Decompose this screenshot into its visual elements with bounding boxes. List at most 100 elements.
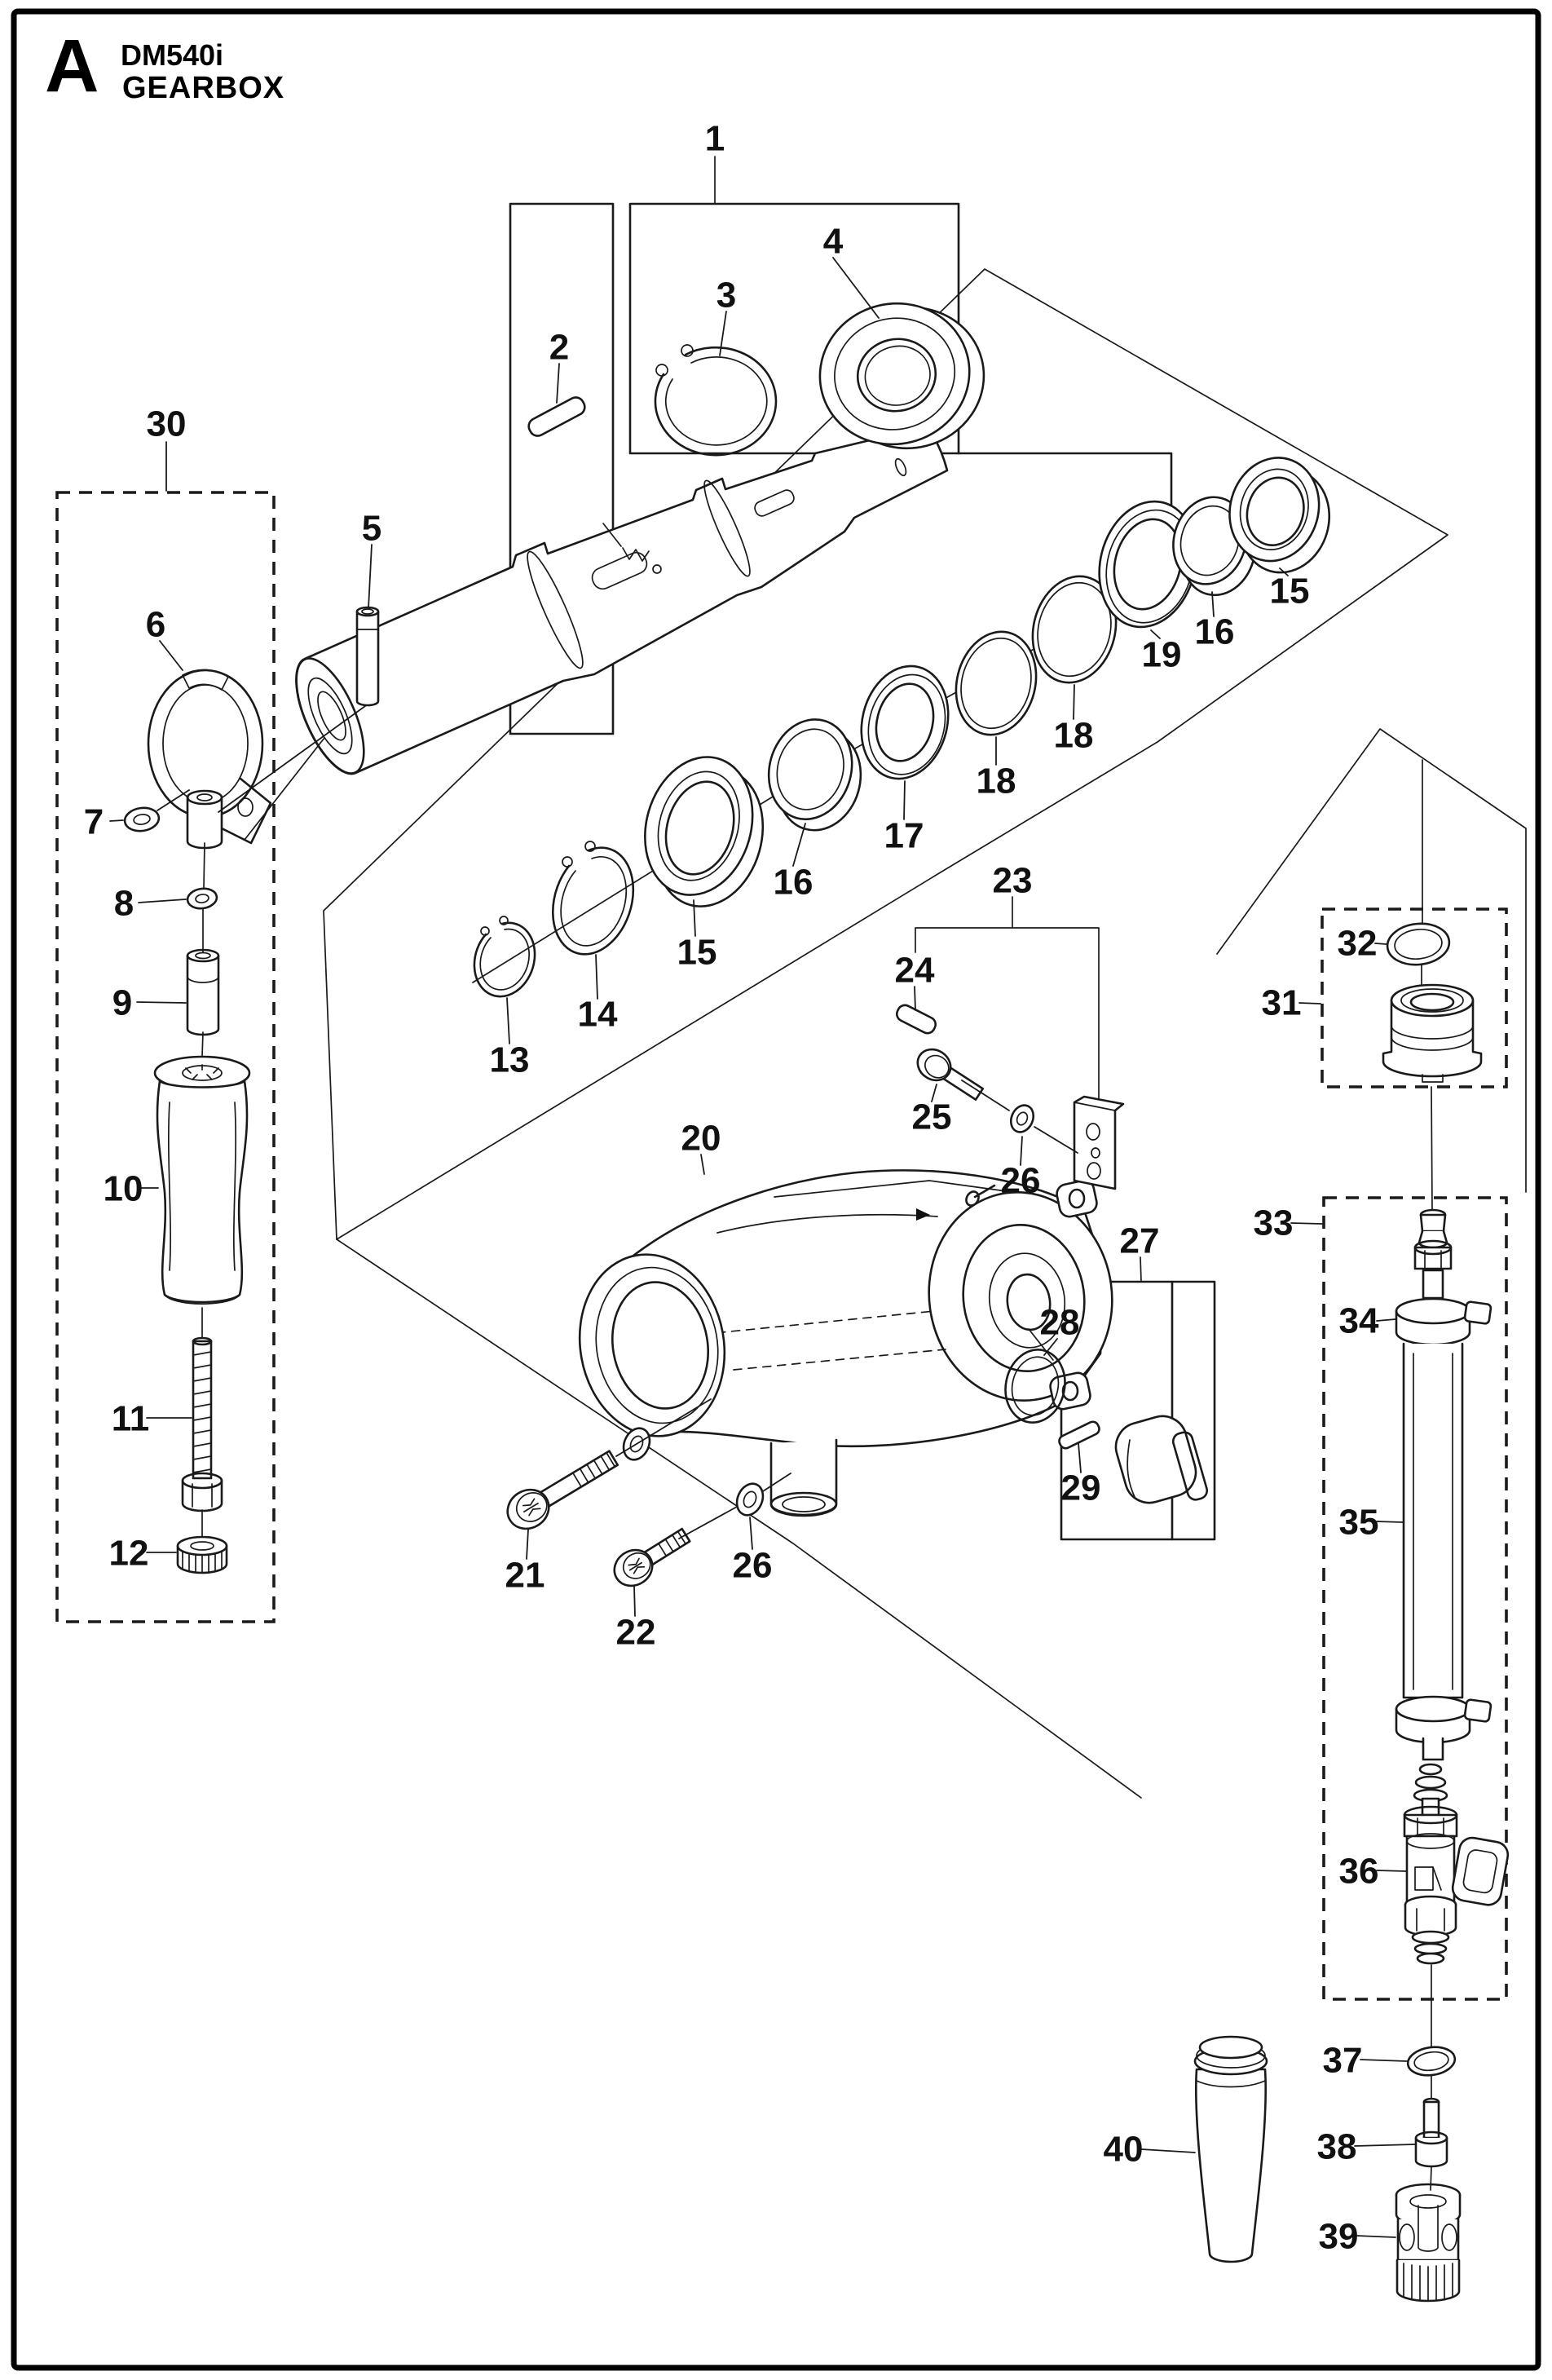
cone-grip-40 xyxy=(1193,2035,1268,2263)
part-label-37: 37 xyxy=(1323,2041,1363,2081)
part-label-26: 26 xyxy=(733,1546,773,1586)
bolt-25 xyxy=(916,1048,985,1101)
hose-nipple xyxy=(1413,1208,1453,1300)
part-label-3: 3 xyxy=(716,276,736,316)
part-label-32: 32 xyxy=(1338,924,1378,964)
washer-26c xyxy=(1009,1104,1035,1133)
part-label-39: 39 xyxy=(1319,2217,1359,2257)
leader-lines xyxy=(109,257,1416,2238)
part-label-26: 26 xyxy=(1001,1161,1041,1201)
ring-stack xyxy=(472,457,1331,998)
o-ring-37 xyxy=(1406,2046,1457,2077)
part-label-8: 8 xyxy=(114,884,134,924)
part-label-19: 19 xyxy=(1142,635,1182,675)
housing-ear-bottom xyxy=(1049,1371,1091,1411)
part-label-21: 21 xyxy=(505,1556,545,1596)
spindle-shaft xyxy=(244,425,949,841)
part-labels: 1234567891011121314151617181819161520212… xyxy=(84,119,1379,2257)
part-label-25: 25 xyxy=(912,1097,952,1137)
hose-clamp-34 xyxy=(1395,1297,1492,1346)
orientation-arrow xyxy=(916,1208,930,1221)
pin-24 xyxy=(895,1004,937,1035)
washer-17 xyxy=(860,665,950,780)
group-box-33 xyxy=(1322,1196,1508,2001)
knob-27 xyxy=(1114,1415,1209,1504)
washer-7 xyxy=(123,806,161,832)
group-box-31 xyxy=(1321,907,1508,1088)
nozzle-38 xyxy=(1414,2097,1448,2168)
part-label-20: 20 xyxy=(681,1119,721,1159)
part-label-22: 22 xyxy=(616,1613,656,1653)
part-label-17: 17 xyxy=(884,816,924,856)
part-label-38: 38 xyxy=(1317,2127,1357,2167)
o-ring-32 xyxy=(1386,922,1451,966)
part-label-18: 18 xyxy=(977,762,1016,801)
bearing-ring-15b xyxy=(1228,457,1331,574)
bushing-16a xyxy=(767,718,862,832)
washer-8 xyxy=(186,887,218,910)
pin-29 xyxy=(1058,1420,1100,1450)
dashed-group-boxes xyxy=(55,491,1508,2001)
page-border xyxy=(11,8,1541,2371)
water-valve-36 xyxy=(1403,1763,1510,1965)
detent-spring xyxy=(622,547,650,562)
part-label-31: 31 xyxy=(1262,983,1302,1023)
handle-column-axis xyxy=(201,842,205,1538)
part-label-34: 34 xyxy=(1339,1301,1379,1341)
bearing-4 xyxy=(818,302,985,450)
spacer-9 xyxy=(186,948,220,1036)
part-label-15: 15 xyxy=(677,933,717,973)
part-label-40: 40 xyxy=(1104,2130,1144,2170)
gearbox-housing-20 xyxy=(578,1169,1113,1517)
plug-cap-31 xyxy=(1382,983,1483,1083)
clamp-6 xyxy=(147,669,272,850)
o-ring-28 xyxy=(1004,1349,1066,1424)
part-label-16: 16 xyxy=(1195,612,1235,652)
o-ring-18a xyxy=(955,630,1038,736)
part-label-4: 4 xyxy=(823,222,844,262)
detent-ball xyxy=(652,564,662,574)
bushing-16b xyxy=(1172,496,1257,597)
section-title: GEARBOX xyxy=(122,71,284,105)
pin-5 xyxy=(355,606,380,707)
part-label-16: 16 xyxy=(774,863,813,903)
part-label-36: 36 xyxy=(1339,1852,1379,1892)
part-label-7: 7 xyxy=(84,802,104,842)
circlip-13 xyxy=(473,916,536,998)
part-label-30: 30 xyxy=(147,404,187,444)
part-label-35: 35 xyxy=(1339,1503,1379,1543)
part-label-10: 10 xyxy=(104,1169,143,1209)
nut-12 xyxy=(176,1535,228,1574)
part-label-15: 15 xyxy=(1270,572,1310,612)
bolt-22 xyxy=(613,1527,691,1587)
bearing-ring-15a xyxy=(644,756,765,907)
right-column-axis xyxy=(1421,759,1433,2191)
circlip-14 xyxy=(552,841,635,956)
part-label-11: 11 xyxy=(112,1399,150,1439)
part-label-33: 33 xyxy=(1254,1203,1294,1243)
part-label-23: 23 xyxy=(993,861,1033,901)
part-label-1: 1 xyxy=(705,119,725,159)
part-label-24: 24 xyxy=(895,951,935,991)
circlip-3 xyxy=(654,344,778,457)
mount-plate xyxy=(1073,1095,1125,1190)
bolt-21 xyxy=(506,1450,619,1530)
part-label-29: 29 xyxy=(1061,1468,1101,1508)
quick-coupler-39 xyxy=(1395,2183,1462,2303)
valve-lever xyxy=(1451,1836,1510,1906)
group-box-30 xyxy=(55,491,276,1623)
handle-grip-10 xyxy=(153,1055,251,1305)
part-label-28: 28 xyxy=(1040,1303,1080,1343)
part-label-13: 13 xyxy=(490,1040,530,1080)
o-ring-18b xyxy=(1031,575,1118,684)
key-2 xyxy=(527,396,586,437)
part-label-18: 18 xyxy=(1054,716,1094,756)
part-label-2: 2 xyxy=(549,328,569,368)
part-label-14: 14 xyxy=(578,995,618,1035)
part-label-27: 27 xyxy=(1120,1221,1160,1261)
washer-26b xyxy=(735,1482,765,1517)
plane-outlines xyxy=(323,268,1527,1799)
bolt-11 xyxy=(181,1336,223,1512)
